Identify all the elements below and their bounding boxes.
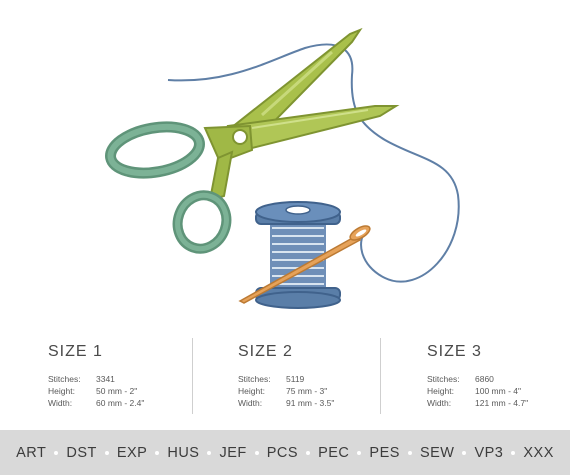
format-label: JEF	[219, 444, 247, 461]
stitches-label: Stitches:	[48, 374, 81, 384]
size-title: SIZE 1	[48, 343, 103, 360]
width-row: Width: 60 mm - 2.4"	[48, 397, 198, 409]
thread-spool-icon	[255, 201, 341, 309]
stitches-value: 6860	[475, 374, 494, 384]
embroidery-illustration	[105, 27, 460, 309]
height-row: Height: 75 mm - 3"	[238, 385, 388, 397]
divider	[192, 338, 193, 414]
format-label: SEW	[419, 444, 455, 461]
height-row: Height: 50 mm - 2"	[48, 385, 198, 397]
height-row: Height: 100 mm - 4"	[427, 385, 570, 397]
width-row: Width: 121 mm - 4.7"	[427, 397, 570, 409]
height-label: Height:	[238, 386, 265, 396]
format-label: EXP	[116, 444, 148, 461]
divider	[380, 338, 381, 414]
separator-dot	[155, 450, 160, 455]
format-label: PCS	[266, 444, 299, 461]
width-label: Width:	[48, 398, 73, 408]
format-label: PES	[369, 444, 400, 461]
height-label: Height:	[427, 386, 454, 396]
width-label: Width:	[427, 398, 452, 408]
separator-dot	[511, 450, 516, 455]
width-value: 60 mm - 2.4"	[96, 398, 145, 408]
separator-dot	[254, 450, 259, 455]
size-specs: SIZE 1 Stitches: 3341 Height: 50 mm - 2" W…	[0, 336, 570, 416]
needle-icon	[238, 225, 371, 304]
width-value: 91 mm - 3.5"	[286, 398, 335, 408]
format-label: PEC	[318, 444, 350, 461]
size-title: SIZE 3	[427, 343, 482, 360]
stitches-label: Stitches:	[427, 374, 460, 384]
format-label: XXX	[523, 444, 554, 461]
format-label: DST	[66, 444, 97, 461]
height-value: 100 mm - 4"	[475, 386, 522, 396]
size-title: SIZE 2	[238, 343, 293, 360]
stitches-value: 3341	[96, 374, 115, 384]
height-label: Height:	[48, 386, 75, 396]
separator-dot	[462, 450, 467, 455]
separator-dot	[357, 450, 362, 455]
separator-dot	[306, 450, 311, 455]
separator-dot	[207, 450, 212, 455]
size-1-block: SIZE 1 Stitches: 3341 Height: 50 mm - 2" W…	[48, 336, 198, 409]
format-label: VP3	[474, 444, 504, 461]
stitches-value: 5119	[286, 374, 305, 384]
format-label: ART	[16, 444, 47, 461]
thread-line	[167, 43, 460, 283]
stitches-row: Stitches: 5119	[238, 373, 388, 385]
height-value: 50 mm - 2"	[96, 386, 138, 396]
width-label: Width:	[238, 398, 263, 408]
width-row: Width: 91 mm - 3.5"	[238, 397, 388, 409]
separator-dot	[104, 450, 109, 455]
separator-dot	[54, 450, 59, 455]
separator-dot	[407, 450, 412, 455]
height-value: 75 mm - 3"	[286, 386, 328, 396]
stitches-row: Stitches: 6860	[427, 373, 570, 385]
scissors-icon	[105, 27, 400, 254]
stitches-label: Stitches:	[238, 374, 271, 384]
format-label: HUS	[167, 444, 200, 461]
size-2-block: SIZE 2 Stitches: 5119 Height: 75 mm - 3" W…	[238, 336, 388, 409]
stitches-row: Stitches: 3341	[48, 373, 198, 385]
format-bar: ART DST EXP HUS JEF PCS PEC PES SEW VP3 …	[0, 430, 570, 475]
size-3-block: SIZE 3 Stitches:6860 Height:100 mm - 4" …	[427, 336, 570, 409]
width-value: 121 mm - 4.7"	[475, 398, 529, 408]
